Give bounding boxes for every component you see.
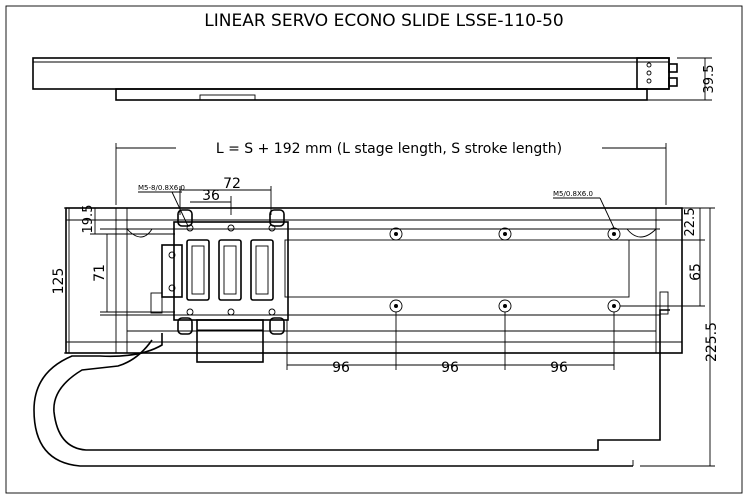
dim-36: 36 (202, 188, 220, 204)
end-cap-hole-icon (646, 70, 652, 76)
wheel (177, 209, 193, 227)
connector (668, 63, 678, 73)
leader (171, 191, 189, 227)
hole-center (503, 232, 507, 236)
carriage-plate (173, 221, 289, 321)
motor (196, 319, 264, 363)
dim-19-5: 19.5 (81, 205, 96, 234)
mount-hole-icon (498, 227, 512, 241)
hole-center (394, 304, 398, 308)
wheel (269, 317, 285, 335)
rail-outline (65, 207, 683, 354)
pitch-1: 96 (332, 360, 350, 376)
hole-center (612, 304, 616, 308)
hole-center (503, 304, 507, 308)
pitch-2: 96 (441, 360, 459, 376)
cable-block (161, 244, 183, 298)
dim-22-5: 22.5 (683, 208, 698, 237)
end-cap-hole-icon (646, 78, 652, 84)
left-dimensions: 125 19.5 71 (51, 205, 175, 354)
leader (599, 197, 615, 229)
wheel (177, 317, 193, 335)
formula-bg (176, 138, 602, 156)
dim-72: 72 (223, 176, 241, 192)
carriage-slot (218, 239, 242, 301)
pitch-dimensions: 96 96 96 (286, 312, 615, 376)
wheel (269, 209, 285, 227)
pitch-3: 96 (550, 360, 568, 376)
stroke-window (284, 239, 630, 298)
end-cap-hole-icon (646, 62, 652, 68)
callout-right-hole: M5/0.8X6.0 (553, 190, 593, 198)
callout-left-hole: M5-8/0.8X6.0 (138, 184, 185, 192)
carriage-slot-inner (255, 245, 269, 295)
hole-center (612, 232, 616, 236)
drawing-border (5, 5, 743, 494)
mount-hole-icon (389, 227, 403, 241)
cable-chain-inner (53, 309, 670, 451)
connector (668, 77, 678, 87)
carriage-slot (186, 239, 210, 301)
end-cap (636, 57, 670, 90)
carriage-slot (250, 239, 274, 301)
top-view (33, 207, 683, 467)
length-formula: L = S + 192 mm (L stage length, S stroke… (216, 141, 562, 157)
side-view-body (32, 57, 670, 90)
hole-center (394, 232, 398, 236)
carriage-slot-inner (223, 245, 237, 295)
carriage-screw-icon (186, 308, 194, 316)
right-dimensions: 22.5 65 225.5 (620, 208, 720, 467)
dim-side-height: 39.5 (702, 65, 717, 94)
carriage-screw-icon (227, 308, 235, 316)
carriage-screw-icon (227, 224, 235, 232)
drawing-title: LINEAR SERVO ECONO SLIDE LSSE-110-50 (204, 11, 563, 31)
top-dimensions: 72 36 M5-8/0.8X6.0 M5/0.8X6.0 (138, 176, 615, 229)
side-view-bracket (199, 94, 256, 101)
dim-125: 125 (51, 268, 67, 295)
cable-clamp (150, 292, 163, 314)
cable-end (659, 291, 669, 315)
carriage (150, 209, 289, 363)
side-view-base (115, 88, 648, 101)
block-screw-icon (168, 251, 176, 259)
side-view: 39.5 (32, 57, 717, 101)
dim-71: 71 (92, 264, 108, 282)
dim-225-5: 225.5 (704, 322, 720, 362)
end-arc (126, 228, 153, 238)
carriage-screw-icon (268, 308, 276, 316)
end-arc (626, 228, 657, 238)
cable-chain-outer (33, 333, 633, 467)
dim-65: 65 (688, 263, 704, 281)
carriage-slot-inner (191, 245, 205, 295)
block-screw-icon (168, 284, 176, 292)
mount-holes (389, 227, 621, 313)
